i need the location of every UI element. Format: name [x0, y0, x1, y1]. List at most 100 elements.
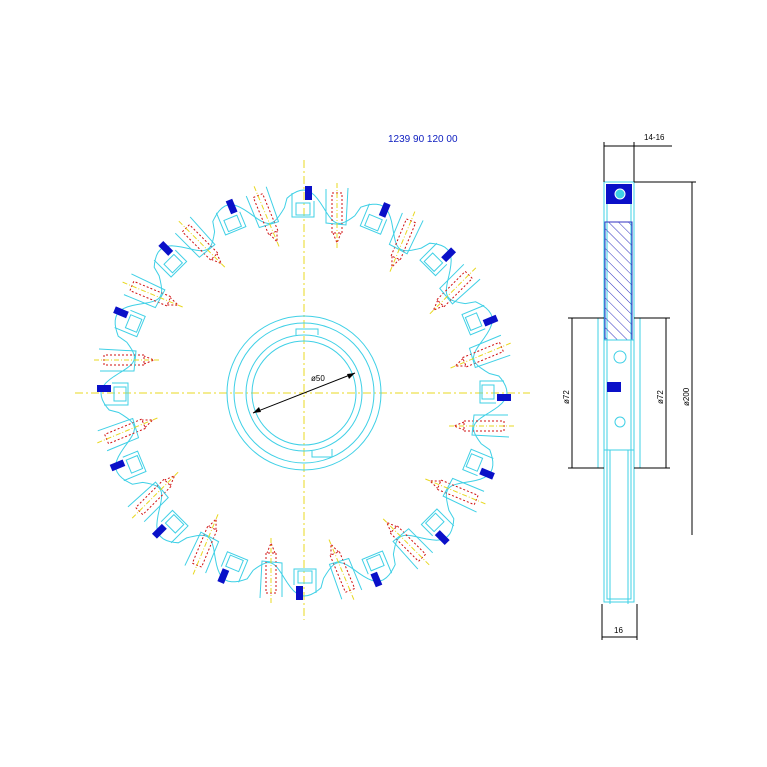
insert-screw-icon — [614, 188, 626, 200]
insert-icon — [607, 382, 621, 392]
insert-seat — [462, 448, 494, 477]
clamp-outline — [259, 560, 283, 599]
screw-centerline — [450, 342, 511, 369]
screw-centerline — [389, 211, 416, 272]
insert-icon — [497, 394, 511, 401]
tooth — [97, 417, 158, 482]
insert-pocket — [113, 386, 127, 402]
insert-pocket — [223, 214, 243, 233]
tooth — [215, 186, 280, 247]
tooth — [382, 508, 455, 570]
insert-icon — [97, 385, 111, 392]
bore-circle — [245, 334, 363, 452]
clamp-outline — [98, 348, 137, 372]
insert-pocket — [364, 213, 383, 232]
teeth-group — [94, 183, 514, 603]
tooth — [449, 380, 514, 438]
screw-centerline — [131, 471, 179, 519]
bore-dimension-label: ø50 — [311, 374, 325, 383]
clamp-outline — [328, 557, 363, 600]
screw-hidden-icon — [252, 193, 279, 236]
screw-tip — [167, 297, 180, 306]
clamp-outline — [468, 334, 511, 369]
insert-seat — [122, 450, 147, 482]
body-width-label: 16 — [614, 626, 623, 635]
clamp-outline — [184, 531, 220, 574]
insert-seat — [215, 211, 247, 236]
screw-centerline — [328, 539, 355, 600]
screw-icon — [614, 416, 626, 428]
insert-pocket — [225, 554, 244, 573]
hub-outer-circle — [226, 315, 382, 471]
insert-seat — [220, 551, 249, 583]
insert-icon — [225, 198, 238, 215]
tooth — [328, 539, 393, 600]
screw-centerline — [97, 417, 158, 444]
screw-tip — [211, 253, 223, 265]
tooth — [259, 538, 317, 603]
clamp-outline — [97, 417, 140, 452]
insert-pocket — [297, 570, 313, 584]
screw-centerline — [425, 478, 486, 505]
tooth — [113, 273, 183, 338]
insert-pocket — [464, 312, 483, 332]
screw-tip — [432, 300, 444, 312]
tooth — [94, 348, 159, 406]
hub-inner-circle — [233, 322, 375, 464]
clamp-outline — [245, 186, 280, 229]
screw-tip — [330, 542, 339, 555]
arrowhead-icon — [253, 407, 261, 413]
screw-tip — [385, 521, 397, 533]
clamp-outline — [325, 187, 349, 226]
insert-seat — [359, 203, 388, 235]
arrowhead-icon — [347, 373, 355, 379]
part-number: 1239 90 120 00 — [388, 134, 458, 145]
insert-pocket — [124, 314, 143, 333]
bore-dimension-line — [252, 372, 356, 414]
tooth — [153, 216, 226, 278]
screw-tip — [452, 421, 465, 431]
screw-hidden-icon — [329, 550, 356, 593]
insert-pocket — [365, 553, 385, 572]
tooth — [127, 471, 189, 544]
insert-seat — [160, 509, 189, 544]
insert-icon — [151, 523, 167, 539]
clamp-outline — [471, 414, 510, 438]
insert-pocket — [423, 252, 444, 273]
insert-seat — [479, 380, 504, 404]
insert-icon — [434, 530, 450, 546]
insert-seat — [153, 249, 188, 278]
tooth — [425, 448, 495, 513]
clamp-outline — [439, 263, 481, 305]
screw-hidden-icon — [461, 341, 504, 368]
hatched-section — [604, 221, 633, 341]
insert-icon — [296, 586, 303, 600]
screw-tip — [428, 480, 441, 489]
insert-seat — [104, 382, 129, 406]
screw-centerline — [192, 514, 219, 575]
insert-seat — [293, 568, 317, 593]
screw-centerline — [429, 267, 477, 315]
cutter-outline — [100, 189, 508, 597]
screw-tip — [142, 419, 155, 428]
clamp-outline — [174, 216, 216, 258]
screw-tip — [269, 231, 278, 244]
screw-centerline — [178, 220, 226, 268]
clamp-outline — [442, 477, 485, 513]
clamp-outline — [388, 212, 424, 255]
insert-pocket — [424, 512, 445, 533]
insert-seat — [291, 193, 315, 218]
keyway-top — [295, 328, 319, 335]
front-view: ø50 — [75, 160, 530, 620]
screw-tip — [164, 474, 176, 486]
clamp-outline — [127, 481, 169, 523]
insert-pocket — [164, 513, 185, 534]
hub-section — [603, 339, 635, 451]
screw-tip — [208, 517, 217, 530]
insert-icon — [482, 314, 499, 327]
tooth — [359, 202, 424, 272]
side-view: 14-16 ø72 ø72 ø200 16 — [562, 133, 696, 640]
clamp-outline — [123, 273, 166, 309]
insert-icon — [158, 240, 174, 256]
